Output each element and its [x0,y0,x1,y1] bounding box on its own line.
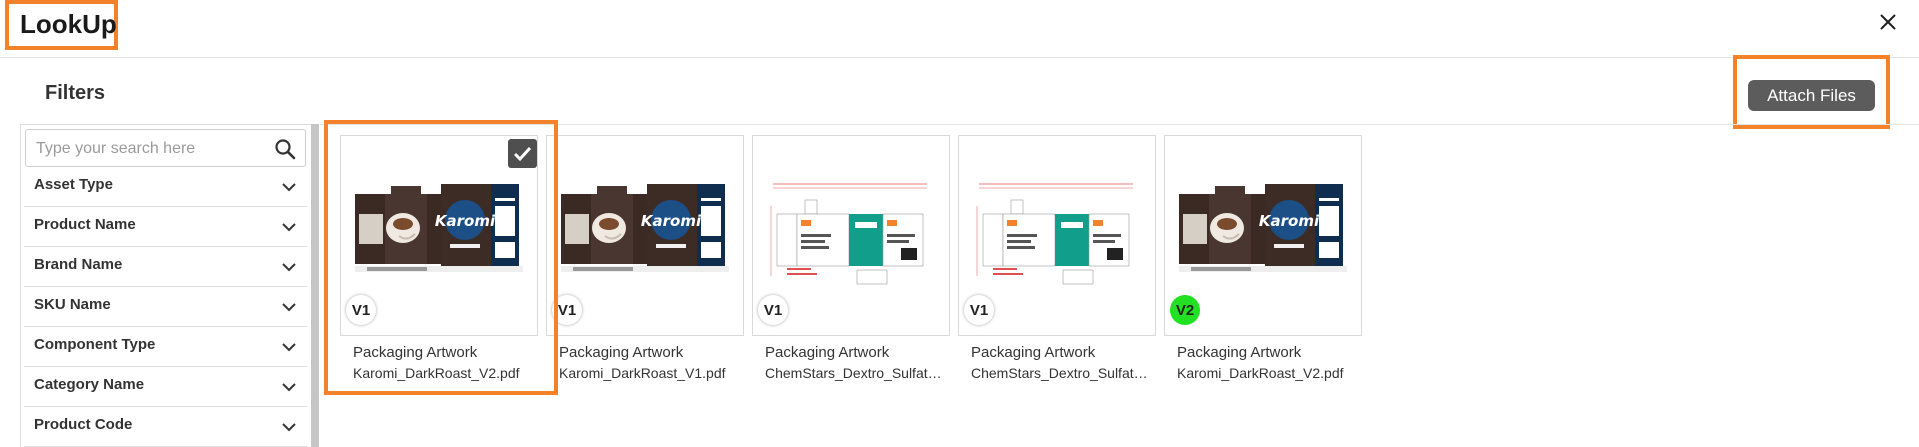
svg-text:Karomi: Karomi [641,212,702,230]
asset-type-label: Packaging Artwork [971,344,1096,361]
filter-asset-type[interactable]: Asset Type [24,167,307,207]
asset-card[interactable]: Karomi V1 [340,135,538,336]
attach-highlight [1733,55,1890,129]
chevron-down-icon[interactable] [281,339,297,355]
sidebar-scrollbar[interactable] [311,124,319,447]
asset-thumbnail [767,176,935,286]
asset-card[interactable]: V1 [958,135,1156,336]
filter-product-name[interactable]: Product Name [24,207,307,247]
filter-label: Product Name [34,216,136,233]
chevron-down-icon[interactable] [281,219,297,235]
asset-thumbnail: Karomi [1179,176,1347,286]
filter-category-name[interactable]: Category Name [24,367,307,407]
search-input[interactable] [34,135,268,163]
asset-card[interactable]: Karomi V2 [1164,135,1362,336]
attach-files-button[interactable]: Attach Files [1748,80,1875,111]
search-box [25,129,306,167]
asset-thumbnail [973,176,1141,286]
filter-label: Product Code [34,416,133,433]
chevron-down-icon[interactable] [281,419,297,435]
filter-component-type[interactable]: Component Type [24,327,307,367]
version-badge: V1 [758,295,788,325]
selection-highlight [324,120,558,395]
svg-text:Karomi: Karomi [435,212,496,230]
filter-label: Brand Name [34,256,123,273]
version-badge: V1 [346,295,376,325]
asset-type-label: Packaging Artwork [559,344,684,361]
filter-product-code[interactable]: Product Code [24,407,307,447]
filter-label: Category Name [34,376,145,393]
version-badge: V2 [1170,295,1200,325]
asset-filename[interactable]: Karomi_DarkRoast_V2.pdf [1177,365,1344,381]
asset-card[interactable]: Karomi V1 [546,135,744,336]
asset-filename[interactable]: ChemStars_Dextro_Sulfate_… [971,365,1153,381]
asset-thumbnail: Karomi [355,176,523,286]
chevron-down-icon[interactable] [281,379,297,395]
content-divider [320,124,1919,125]
chevron-down-icon[interactable] [281,259,297,275]
search-icon[interactable] [273,137,297,161]
filter-sku-name[interactable]: SKU Name [24,287,307,327]
chevron-down-icon[interactable] [281,179,297,195]
asset-type-label: Packaging Artwork [1177,344,1302,361]
asset-type-label: Packaging Artwork [765,344,890,361]
filter-label: SKU Name [34,296,111,313]
header-divider [0,57,1919,58]
filter-brand-name[interactable]: Brand Name [24,247,307,287]
asset-card[interactable]: V1 [752,135,950,336]
filters-title: Filters [45,82,106,104]
asset-filename[interactable]: Karomi_DarkRoast_V1.pdf [559,365,726,381]
close-icon[interactable] [1876,10,1900,34]
chevron-down-icon[interactable] [281,299,297,315]
svg-text:Karomi: Karomi [1259,212,1320,230]
selected-checkbox[interactable] [508,139,537,168]
asset-filename[interactable]: ChemStars_Dextro_Sulfate_… [765,365,947,381]
asset-thumbnail: Karomi [561,176,729,286]
filter-label: Component Type [34,336,156,353]
asset-type-label: Packaging Artwork [353,344,478,361]
filter-label: Asset Type [34,176,113,193]
version-badge: V1 [964,295,994,325]
dialog-title: LookUp [20,9,117,39]
checkmark-icon [513,146,532,162]
title-highlight [5,0,118,50]
